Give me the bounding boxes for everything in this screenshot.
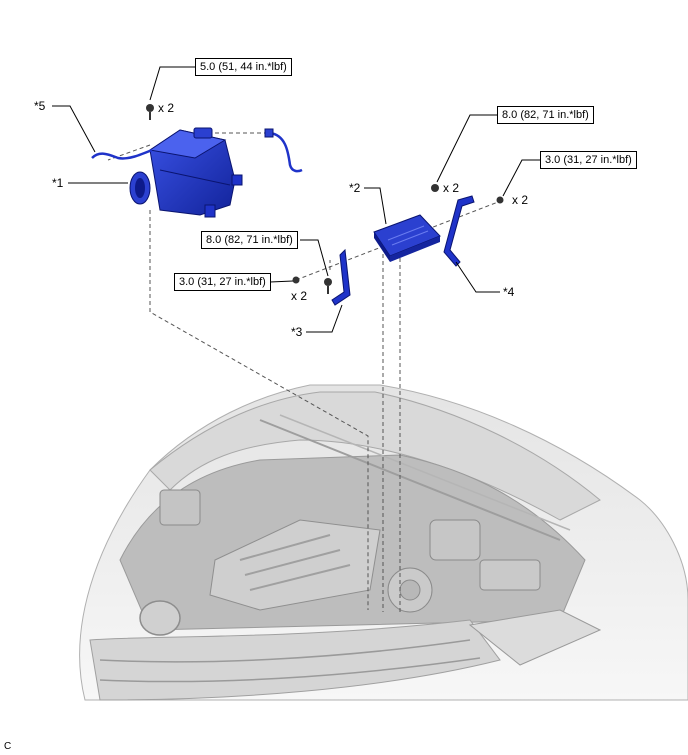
torque-spec-air-cleaner: 5.0 (51, 44 in.*lbf) (195, 58, 292, 76)
bolt-left-upper (324, 278, 332, 294)
torque-spec-bracket-left-outer: 3.0 (31, 27 in.*lbf) (174, 273, 271, 291)
torque-spec-bracket-left-upper: 8.0 (82, 71 in.*lbf) (201, 231, 298, 249)
air-cleaner-assembly (129, 127, 243, 218)
bolt-air-cleaner (146, 104, 154, 120)
quantity-air-cleaner-bolt: x 2 (158, 101, 175, 115)
callout-part-1: *1 (52, 176, 64, 190)
vehicle-engine-bay (79, 384, 688, 701)
bolt-right-upper (431, 184, 439, 192)
ecu-module (373, 214, 441, 262)
quantity-bracket-left: x 2 (291, 289, 308, 303)
callout-part-2: *2 (349, 181, 361, 195)
torque-spec-bracket-right-outer: 3.0 (31, 27 in.*lbf) (540, 151, 637, 169)
torque-spec-bracket-right-upper: 8.0 (82, 71 in.*lbf) (497, 106, 594, 124)
callout-part-5: *5 (34, 99, 46, 113)
bracket-left (331, 248, 351, 306)
quantity-bracket-right-upper: x 2 (443, 181, 460, 195)
hose-part (91, 128, 303, 173)
bolt-right-outer (496, 196, 504, 204)
callout-part-4: *4 (503, 285, 515, 299)
callout-part-3: *3 (291, 325, 303, 339)
bolt-left-outer (292, 276, 300, 284)
quantity-bracket-right-outer: x 2 (512, 193, 529, 207)
leader-lines (52, 66, 540, 333)
bracket-right (443, 195, 475, 267)
corner-mark: C (4, 741, 12, 752)
